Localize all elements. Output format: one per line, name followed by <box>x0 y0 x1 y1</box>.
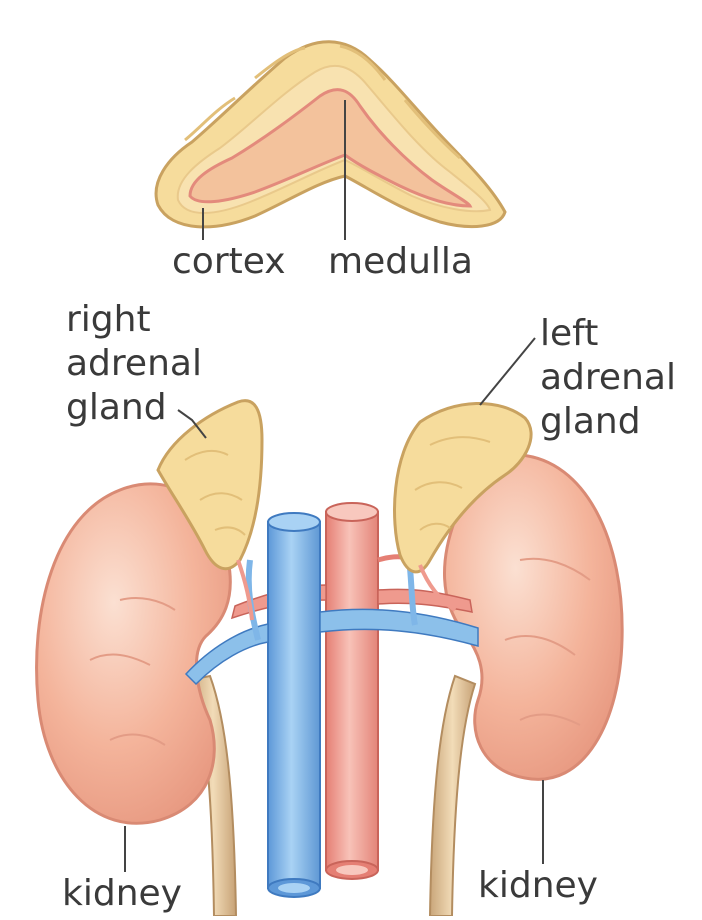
kidney-label-left: kidney <box>62 873 182 914</box>
right-adrenal-gland <box>156 399 264 571</box>
kidney-label-right: kidney <box>478 865 598 906</box>
right-adrenal-gland-label: right adrenal gland <box>66 299 202 428</box>
left-adrenal-gland-label: left adrenal gland <box>540 313 676 442</box>
adrenal-artery <box>236 559 254 621</box>
medulla-label: medulla <box>328 241 473 282</box>
left-adrenal-leader-line <box>479 337 536 406</box>
left-adrenal-gland <box>393 402 533 574</box>
right-adrenal-leader-line <box>177 409 207 439</box>
cortex-label: cortex <box>172 241 286 282</box>
adrenal-cross-section <box>154 40 507 229</box>
adrenal-artery <box>418 564 457 612</box>
